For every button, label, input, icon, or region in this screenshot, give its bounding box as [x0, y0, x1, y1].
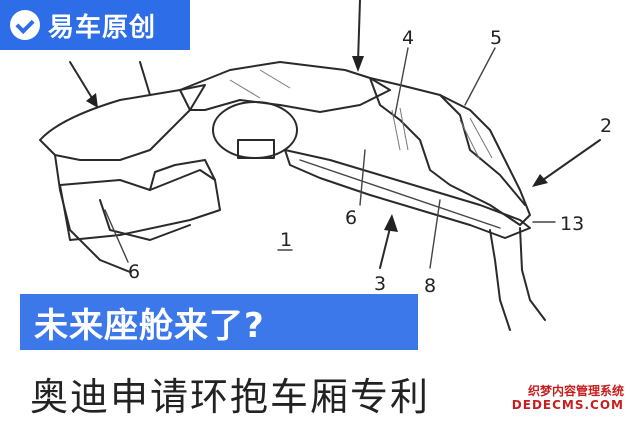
watermark-line1: 织梦内容管理系统 — [527, 384, 624, 398]
check-icon — [10, 10, 40, 40]
label-3: 3 — [374, 273, 386, 295]
arrow-left-line — [69, 61, 93, 99]
label-6b: 6 — [345, 207, 357, 229]
left-roof-shell — [39, 84, 206, 161]
headline-text: 未来座舱来了? — [34, 305, 265, 346]
right-upper-panel — [369, 77, 531, 226]
left-lower-edge — [54, 154, 131, 273]
label-4: 4 — [402, 27, 414, 49]
right-lower-pillar-2 — [519, 227, 546, 321]
leader-6a — [104, 209, 129, 263]
watermark-line2: DEDECMS.COM — [511, 398, 624, 412]
watermark: 织梦内容管理系统 DEDECMS.COM — [512, 384, 624, 412]
label-6a: 6 — [128, 261, 140, 283]
right-panel-fold — [439, 94, 526, 206]
dashboard-line — [299, 159, 501, 229]
label-5: 5 — [490, 27, 502, 49]
steering-hub — [237, 139, 275, 159]
roof-hatch-1 — [229, 79, 261, 99]
center-hatch-2 — [399, 107, 409, 151]
brand-badge: 易车原创 — [0, 0, 190, 50]
label-1: 1 — [280, 229, 292, 251]
arrow-2-head — [532, 174, 548, 187]
left-seat-inner — [99, 199, 191, 241]
center-hatch-1 — [391, 109, 401, 151]
leader-8 — [429, 199, 441, 269]
leader-4 — [394, 47, 409, 116]
leader-5 — [464, 47, 496, 106]
arrow-top-line — [357, 0, 361, 63]
dashboard-strip — [284, 149, 531, 239]
center-roof — [179, 61, 391, 113]
right-hatch-2 — [469, 117, 493, 159]
left-console — [149, 159, 216, 191]
arrow-3-line — [379, 227, 391, 269]
steering-wheel — [212, 101, 298, 159]
subtitle: 奥迪申请环抱车厢专利 — [30, 375, 431, 419]
right-lower-pillar — [489, 229, 511, 331]
left-seat-block — [59, 169, 221, 241]
arrow-left-head — [86, 93, 98, 108]
label-8: 8 — [424, 275, 436, 297]
arrow-top-head — [352, 56, 364, 72]
label-2: 2 — [600, 115, 612, 137]
left-pillar — [139, 61, 151, 96]
leader-6b — [359, 149, 366, 206]
arrow-3-head — [384, 214, 398, 232]
label-13: 13 — [560, 213, 584, 235]
right-hatch-1 — [459, 119, 481, 161]
headline-banner: 未来座舱来了? — [20, 294, 418, 350]
arrow-2-line — [539, 139, 601, 183]
brand-badge-text: 易车原创 — [48, 12, 157, 43]
roof-hatch-2 — [259, 69, 291, 89]
